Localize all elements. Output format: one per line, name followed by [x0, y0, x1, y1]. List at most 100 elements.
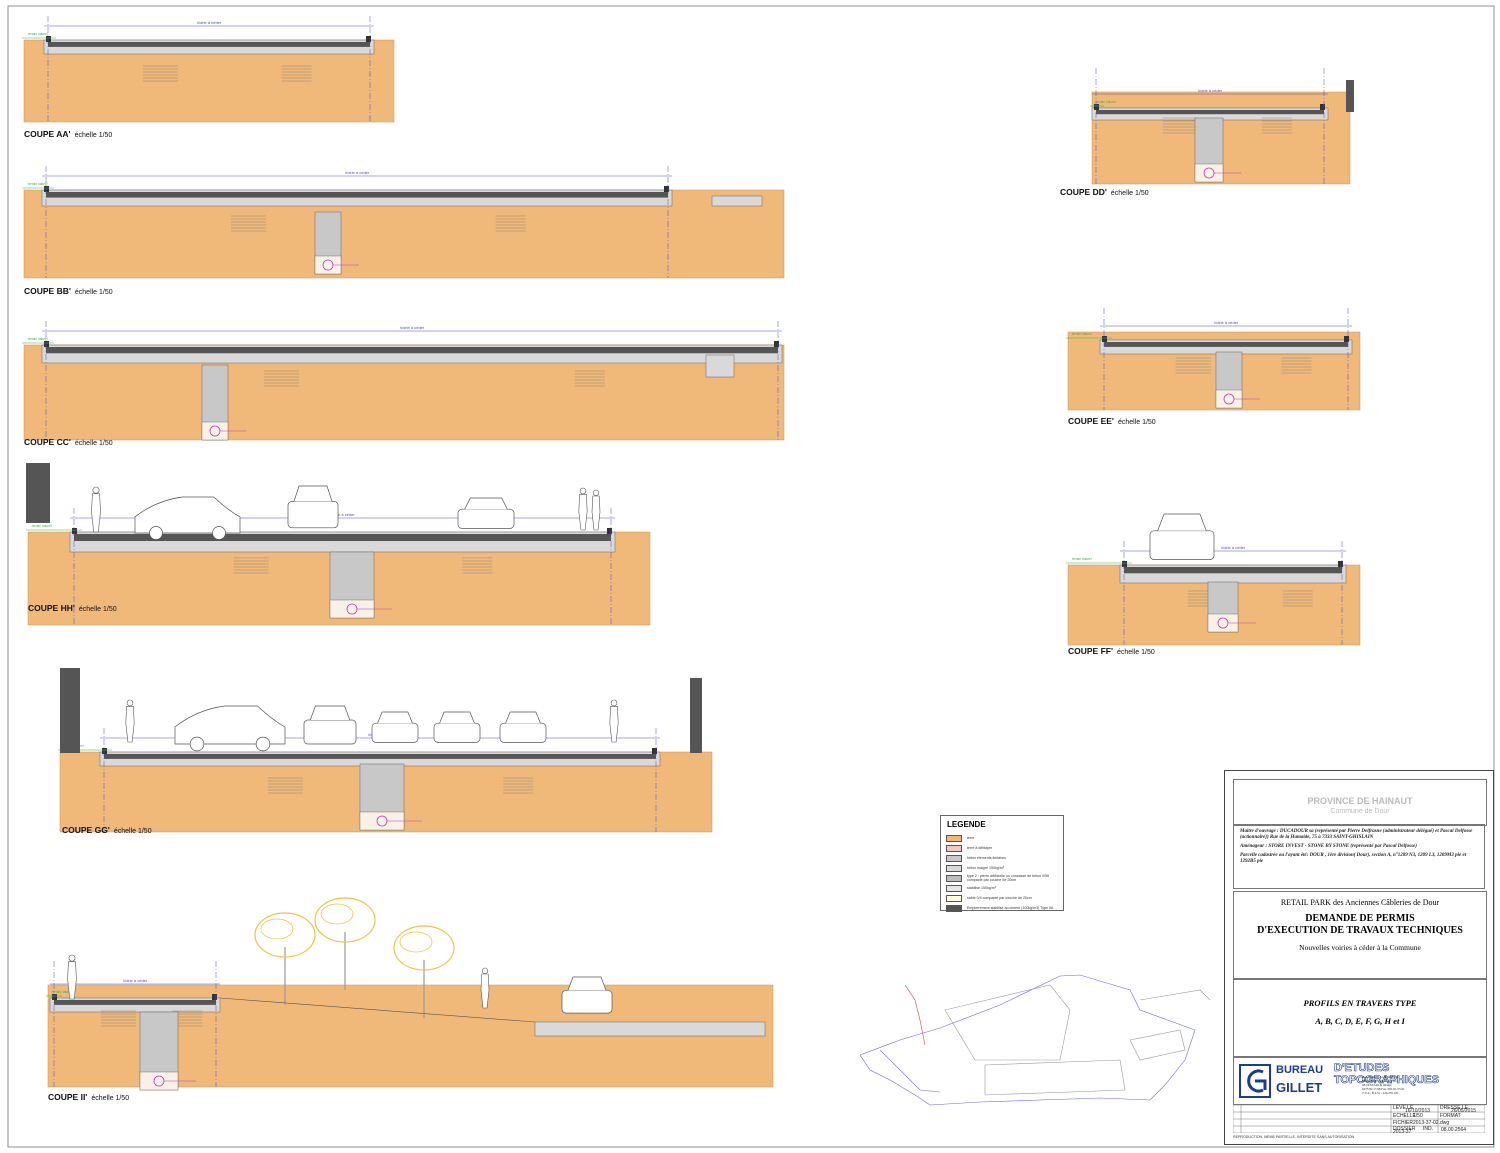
kerb — [72, 528, 77, 534]
legend-item: béton éléments linéaires — [946, 853, 1063, 863]
kerb — [1122, 561, 1127, 567]
pedestrian-hh-3 — [591, 489, 601, 531]
title-block: PROVINCE DE HAINAUT Commune de Dour Maît… — [1224, 770, 1494, 1145]
legend-item: béton maigre 150kg/m³ — [946, 863, 1063, 873]
wall-gg-right — [690, 678, 702, 753]
kerb — [652, 748, 657, 754]
car-side-gg — [174, 705, 286, 752]
bureau-logo-icon — [1239, 1064, 1271, 1098]
bureau-address: Rue d'Eutres, 51 B-5000 LA BRUYERE ( Rhi… — [1362, 1075, 1405, 1095]
legend-swatch — [946, 834, 962, 842]
kerb — [44, 341, 49, 347]
echelle-label: ECHELLE — [1393, 1113, 1416, 1119]
gillet-text: GILLET — [1276, 1080, 1323, 1095]
terrain-label: terrain naturel — [1072, 557, 1092, 561]
amenageur: Aménageur : STORE INVEST - STONE BY STON… — [1240, 844, 1417, 849]
pedestrian-hh — [91, 486, 101, 533]
kerb — [212, 994, 217, 1000]
legend-text: Empierrement stabilisé au ciment (100kg/… — [967, 906, 1054, 910]
etudes-text: D'ETUDES TOPOGRAPHIQUES — [1334, 1062, 1440, 1087]
road-surface — [1124, 567, 1342, 574]
car-front-gg-2 — [371, 711, 419, 743]
legend-swatch — [946, 854, 962, 862]
owner-box: Maître d'ouvrage : DUCADOUR sa (représen… — [1233, 824, 1485, 889]
legend-text: terre — [967, 836, 975, 840]
side-element — [711, 195, 763, 207]
legend-text: béton éléments linéaires — [967, 856, 1006, 860]
kerb — [46, 36, 51, 42]
cross-section-ff: Voirie à céder terrain naturel — [1066, 541, 1361, 646]
format-label: FORMAT — [1440, 1113, 1461, 1119]
road-surface — [48, 42, 370, 47]
wall-hh — [26, 463, 50, 523]
wall-gg — [60, 668, 80, 753]
car-front-gg — [303, 705, 357, 745]
tree-icon — [314, 897, 376, 990]
maitre-ouvrage: Maître d'ouvrage : DUCADOUR sa (représen… — [1240, 829, 1473, 840]
dimension-label: Voirie à céder — [1221, 545, 1246, 550]
kerb — [1102, 336, 1107, 342]
revision-table: LEVE LE 16/10/2013 DRESSE LE 26/05/2015 … — [1233, 1105, 1485, 1135]
legend-item: stabilisé 150kg/m³ — [946, 883, 1063, 893]
project-box: RETAIL PARK des Anciennes Câbleries de D… — [1233, 891, 1487, 979]
legend-item: Empierrement stabilisé au ciment (100kg/… — [946, 903, 1063, 913]
dimension-label: Voirie à céder — [197, 20, 222, 25]
leve-date: 16/10/2013 — [1405, 1108, 1431, 1114]
legend-swatch — [946, 864, 962, 872]
kerb — [102, 748, 107, 754]
section-label-cc: COUPE CC'échelle 1/50 — [24, 437, 113, 447]
legend-item: terre à déblayer — [946, 843, 1063, 853]
terrain-label: terrain naturel — [1096, 100, 1116, 104]
section-label-ff: COUPE FF'échelle 1/50 — [1068, 646, 1155, 656]
dimension-label: Voirie à céder — [1214, 320, 1239, 325]
pedestrian-hh-2 — [578, 487, 588, 531]
terrain-label: terrain naturel — [28, 337, 48, 341]
dimension-label: Voirie à céder — [330, 512, 355, 517]
tree-icon — [254, 912, 316, 1005]
kerb — [664, 186, 669, 192]
car-front-gg-4 — [499, 711, 547, 743]
kerb — [1094, 104, 1099, 110]
section-label-dd: COUPE DD'échelle 1/50 — [1060, 187, 1149, 197]
pedestrian-gg-2 — [609, 699, 619, 743]
road-surface — [1096, 110, 1324, 115]
kerb — [1338, 561, 1343, 567]
terrain-label: terrain naturel — [32, 524, 52, 528]
section-label-bb: COUPE BB'échelle 1/50 — [24, 286, 113, 296]
kerb — [52, 994, 57, 1000]
road-surface — [1104, 342, 1348, 347]
side-element — [534, 1021, 766, 1037]
commune-name: Commune de Dour — [1330, 808, 1390, 815]
car-side-hh — [134, 496, 241, 540]
legend-item: type 2 : pierre artificielle ou concassé… — [946, 873, 1063, 883]
car-front-gg-3 — [433, 711, 481, 743]
fichier-label: FICHIER — [1393, 1120, 1413, 1126]
pedestrian-ii-2 — [480, 967, 490, 1009]
kerb — [774, 341, 779, 347]
legend-swatch — [946, 904, 962, 912]
car-front-ii — [561, 976, 613, 1014]
legend-text: type 2 : pierre artificielle ou concassé… — [967, 874, 1050, 882]
leve-label: LEVE LE — [1393, 1105, 1414, 1111]
section-label-aa: COUPE AA'échelle 1/50 — [24, 129, 113, 139]
terrain-label: terrain naturel — [1072, 332, 1092, 336]
province-box: PROVINCE DE HAINAUT Commune de Dour — [1233, 779, 1487, 826]
cross-section-hh: Voirie à céder terrain naturel — [26, 508, 651, 626]
pedestrian-gg — [125, 699, 135, 743]
section-label-gg: COUPE GG'échelle 1/50 — [62, 825, 152, 835]
province-name: PROVINCE DE HAINAUT — [1307, 796, 1413, 806]
legend-text: stabilisé 150kg/m³ — [967, 886, 996, 890]
tree-icon — [393, 925, 455, 1018]
road-surface — [74, 534, 611, 541]
dimension-label: Voirie à céder — [123, 978, 148, 983]
echelle-value: 1/50 — [1413, 1113, 1423, 1119]
legend-swatch — [946, 844, 962, 852]
